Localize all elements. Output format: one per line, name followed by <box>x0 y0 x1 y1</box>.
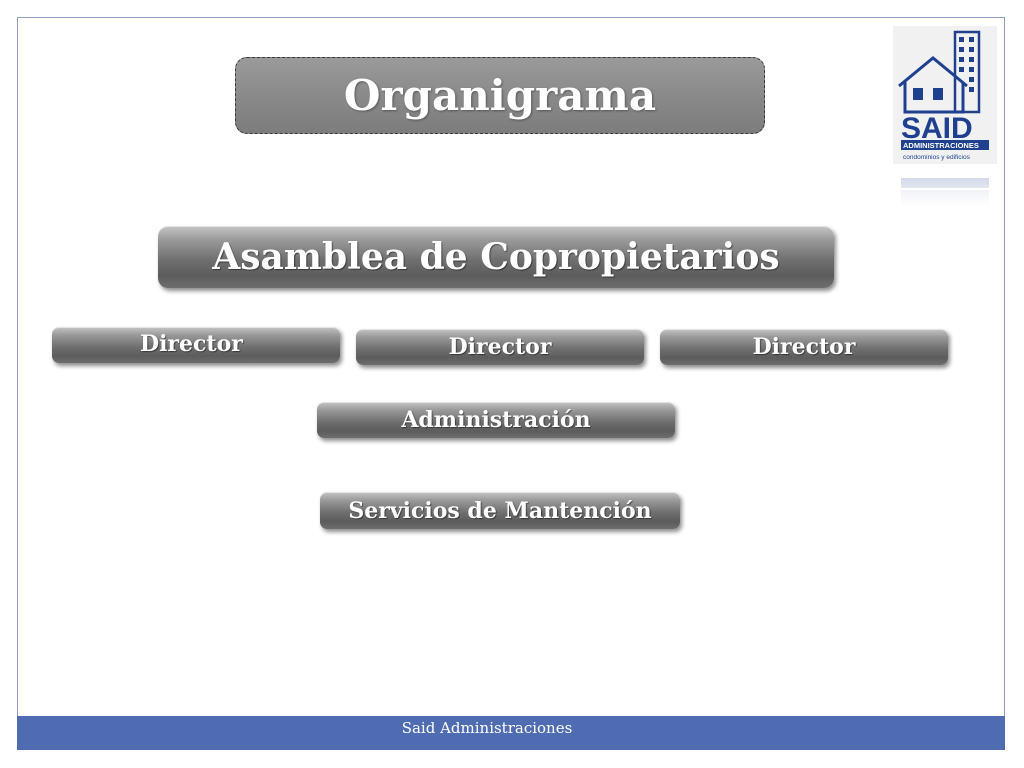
director-label-1: Director <box>140 331 243 357</box>
said-logo: SAID ADMINISTRACIONES condominios y edif… <box>893 26 997 206</box>
administracion-node: Administración <box>317 402 675 438</box>
slide-frame <box>17 17 1005 750</box>
logo-tagline: condominios y edificios <box>903 154 971 161</box>
servicios-label: Servicios de Mantención <box>348 497 652 524</box>
director-label-2: Director <box>448 334 552 360</box>
building-icon <box>953 30 981 114</box>
director-node-3: Director <box>660 329 948 365</box>
administracion-label: Administración <box>401 407 591 433</box>
director-node-1: Director <box>52 327 340 363</box>
slide-title: Organigrama <box>343 71 657 120</box>
servicios-node: Servicios de Mantención <box>320 492 680 529</box>
director-node-2: Director <box>356 329 644 365</box>
asamblea-label: Asamblea de Copropietarios <box>212 236 780 278</box>
asamblea-node: Asamblea de Copropietarios <box>158 226 834 288</box>
director-label-3: Director <box>752 334 856 360</box>
title-box: Organigrama <box>235 57 765 134</box>
logo-wordmark: SAID <box>901 112 973 145</box>
footer-bar: Said Administraciones <box>17 716 1005 750</box>
footer-text: Said Administraciones <box>401 719 573 737</box>
house-icon <box>898 56 968 114</box>
logo-subtitle: ADMINISTRACIONES <box>903 141 979 150</box>
